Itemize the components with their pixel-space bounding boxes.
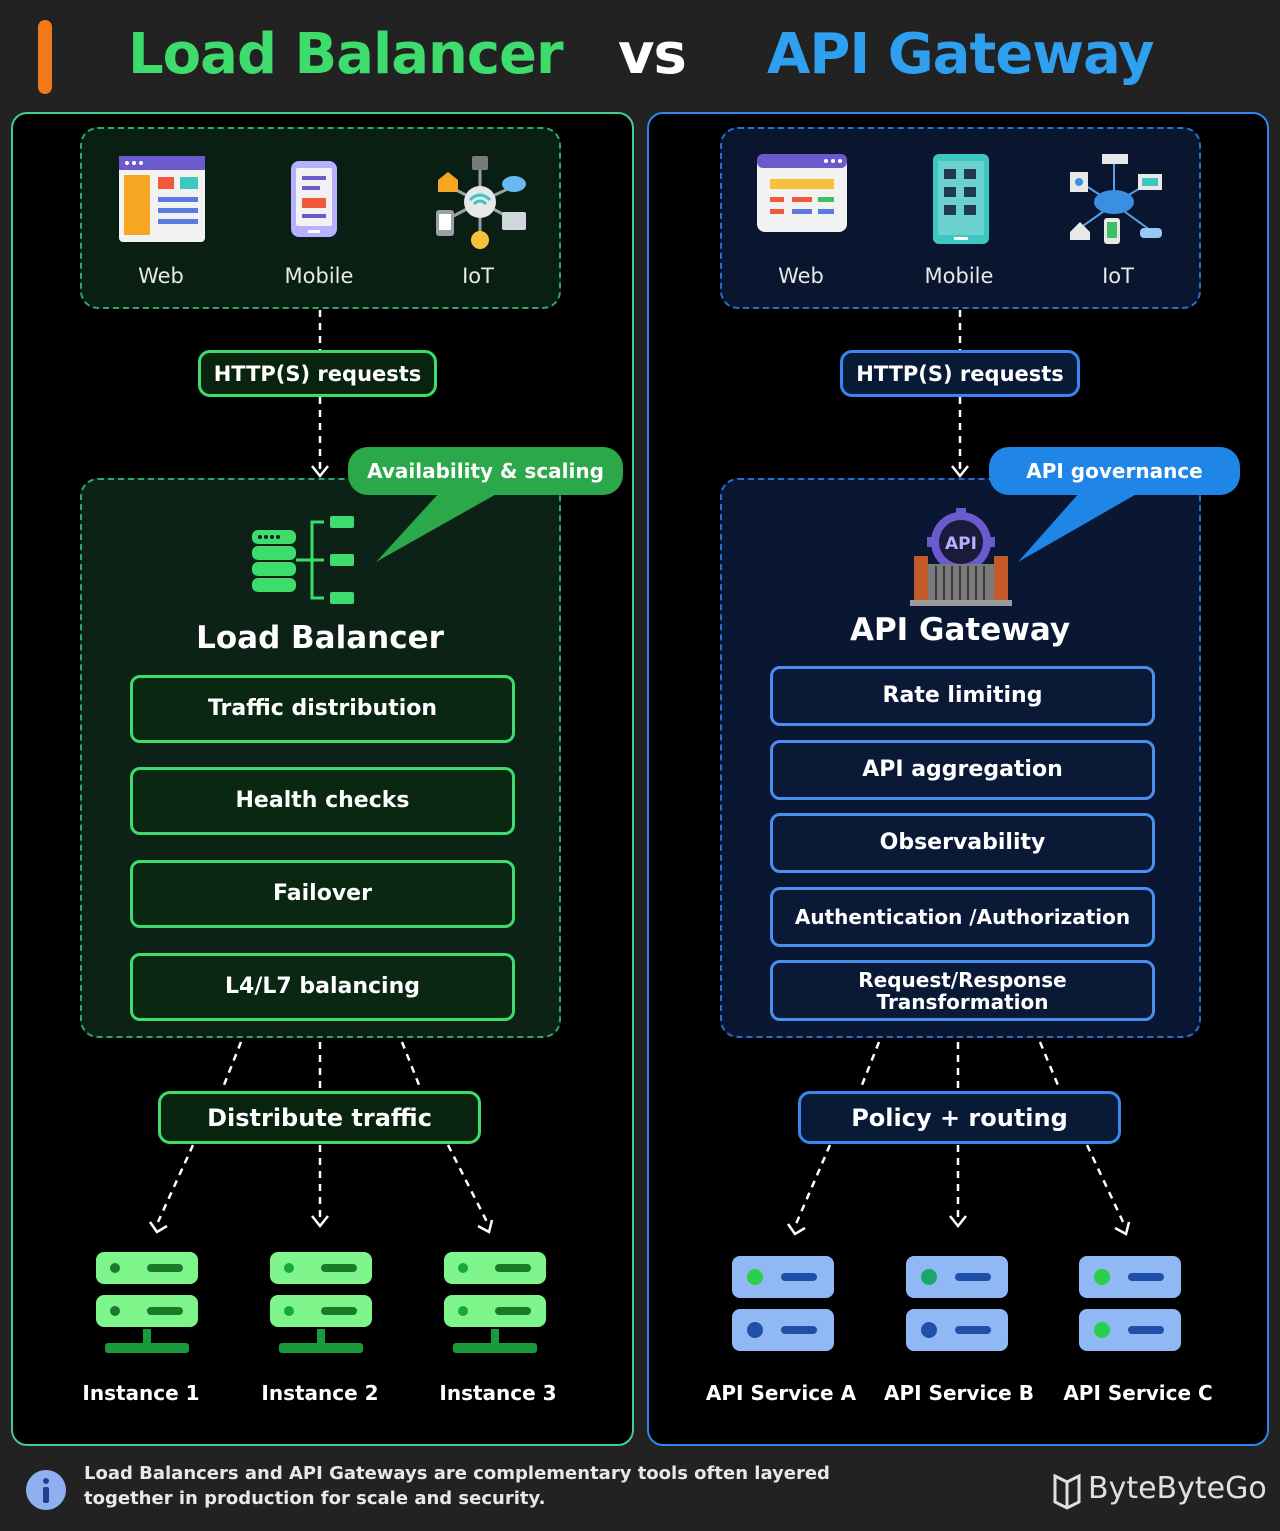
service-icon bbox=[732, 1256, 834, 1351]
feature-observability: Observability bbox=[770, 813, 1155, 873]
client-label-mobile: Mobile bbox=[284, 264, 354, 288]
distribute-traffic-pill: Distribute traffic bbox=[158, 1091, 481, 1144]
instance-1-label: Instance 1 bbox=[82, 1381, 200, 1405]
instance-3-label: Instance 3 bbox=[439, 1381, 557, 1405]
policy-routing-pill: Policy + routing bbox=[798, 1091, 1121, 1144]
http-requests-pill: HTTP(S) requests bbox=[840, 350, 1080, 397]
accent-bar bbox=[38, 20, 52, 94]
server-icon bbox=[444, 1252, 546, 1353]
api-service-a-label: API Service A bbox=[705, 1381, 857, 1405]
http-requests-pill: HTTP(S) requests bbox=[198, 350, 437, 397]
footer-note: Load Balancers and API Gateways are comp… bbox=[84, 1463, 830, 1509]
api-icon-text: API bbox=[945, 534, 977, 554]
api-service-b-label: API Service B bbox=[884, 1381, 1034, 1405]
vs-label: vs bbox=[618, 22, 687, 87]
brand-name: ByteByteGo bbox=[1088, 1471, 1267, 1506]
load-balancer-box bbox=[80, 478, 561, 1038]
web-icon bbox=[119, 156, 205, 242]
api-service-c-label: API Service C bbox=[1063, 1381, 1213, 1405]
left-title: Load Balancer bbox=[128, 22, 564, 87]
feature-api-aggregation: API aggregation bbox=[770, 740, 1155, 800]
feature-failover: Failover bbox=[130, 860, 515, 928]
mobile-icon bbox=[291, 161, 337, 237]
client-label-web: Web bbox=[138, 264, 184, 288]
api-gateway-heading: API Gateway bbox=[849, 612, 1071, 648]
client-label-iot: IoT bbox=[1102, 264, 1134, 288]
right-title: API Gateway bbox=[767, 22, 1155, 87]
service-icon bbox=[1079, 1256, 1181, 1351]
bytebytego-logo-icon bbox=[1053, 1473, 1081, 1510]
feature-health-checks: Health checks bbox=[130, 767, 515, 835]
client-label-iot: IoT bbox=[462, 264, 494, 288]
service-icon bbox=[906, 1256, 1008, 1351]
feature-traffic-distribution: Traffic distribution bbox=[130, 675, 515, 743]
mobile-icon bbox=[933, 154, 989, 244]
availability-scaling-bubble: Availability & scaling bbox=[348, 447, 623, 495]
web-icon bbox=[757, 154, 847, 232]
feature-rate-limiting: Rate limiting bbox=[770, 666, 1155, 726]
server-icon bbox=[96, 1252, 198, 1353]
instance-2-label: Instance 2 bbox=[261, 1381, 379, 1405]
api-gateway-icon: API bbox=[910, 508, 1012, 606]
server-icon bbox=[270, 1252, 372, 1353]
api-governance-bubble: API governance bbox=[989, 447, 1240, 495]
load-balancer-icon bbox=[252, 516, 354, 604]
info-icon bbox=[26, 1470, 66, 1510]
feature-l4-l7-balancing: L4/L7 balancing bbox=[130, 953, 515, 1021]
client-label-mobile: Mobile bbox=[924, 264, 994, 288]
feature-authentication: Authentication /Authorization bbox=[770, 887, 1155, 947]
client-label-web: Web bbox=[778, 264, 824, 288]
iot-icon bbox=[1070, 154, 1162, 244]
load-balancer-heading: Load Balancer bbox=[196, 620, 444, 656]
feature-transformation: Request/Response Transformation bbox=[770, 960, 1155, 1021]
iot-icon bbox=[436, 156, 526, 249]
